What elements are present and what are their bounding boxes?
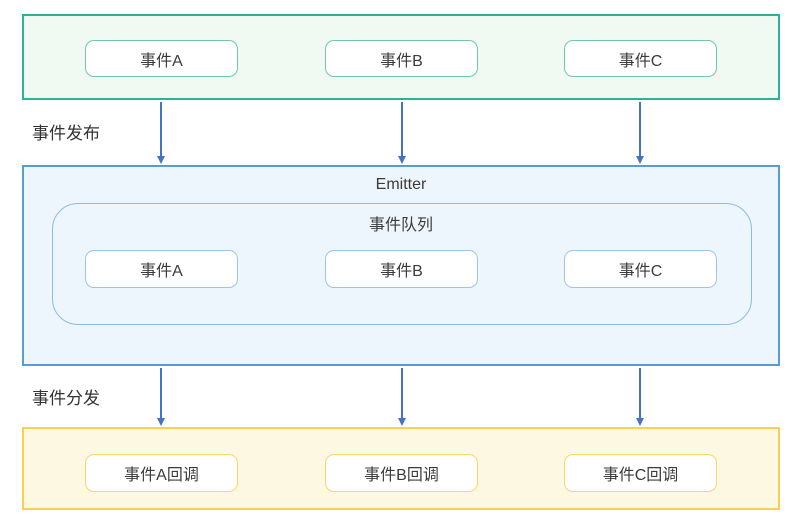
publisher-event-a: 事件A [85, 40, 238, 77]
emitter-title: Emitter [375, 176, 427, 193]
publish-label: 事件发布 [32, 124, 100, 143]
publisher-event-b: 事件B [325, 40, 478, 77]
queued-event-b: 事件B [325, 250, 478, 288]
dispatch-label: 事件分发 [32, 389, 100, 408]
queued-event-a: 事件A [85, 250, 238, 288]
callback-event-b: 事件B回调 [325, 454, 478, 492]
callback-event-a: 事件A回调 [85, 454, 238, 492]
publisher-section: 事件A 事件B 事件C [22, 14, 780, 100]
callback-section: 事件A回调 事件B回调 事件C回调 [22, 427, 780, 510]
arrow-down-icon [160, 368, 162, 419]
emitter-section: Emitter 事件队列 事件A 事件B 事件C [22, 165, 780, 366]
arrow-down-icon [401, 368, 403, 419]
arrow-down-icon [639, 102, 641, 157]
arrow-down-icon [639, 368, 641, 419]
event-queue-box [52, 203, 752, 325]
callback-event-c: 事件C回调 [564, 454, 717, 492]
arrow-down-icon [401, 102, 403, 157]
arrow-down-icon [160, 102, 162, 157]
queued-event-c: 事件C [564, 250, 717, 288]
event-queue-title: 事件队列 [368, 217, 433, 234]
publisher-event-c: 事件C [564, 40, 717, 77]
